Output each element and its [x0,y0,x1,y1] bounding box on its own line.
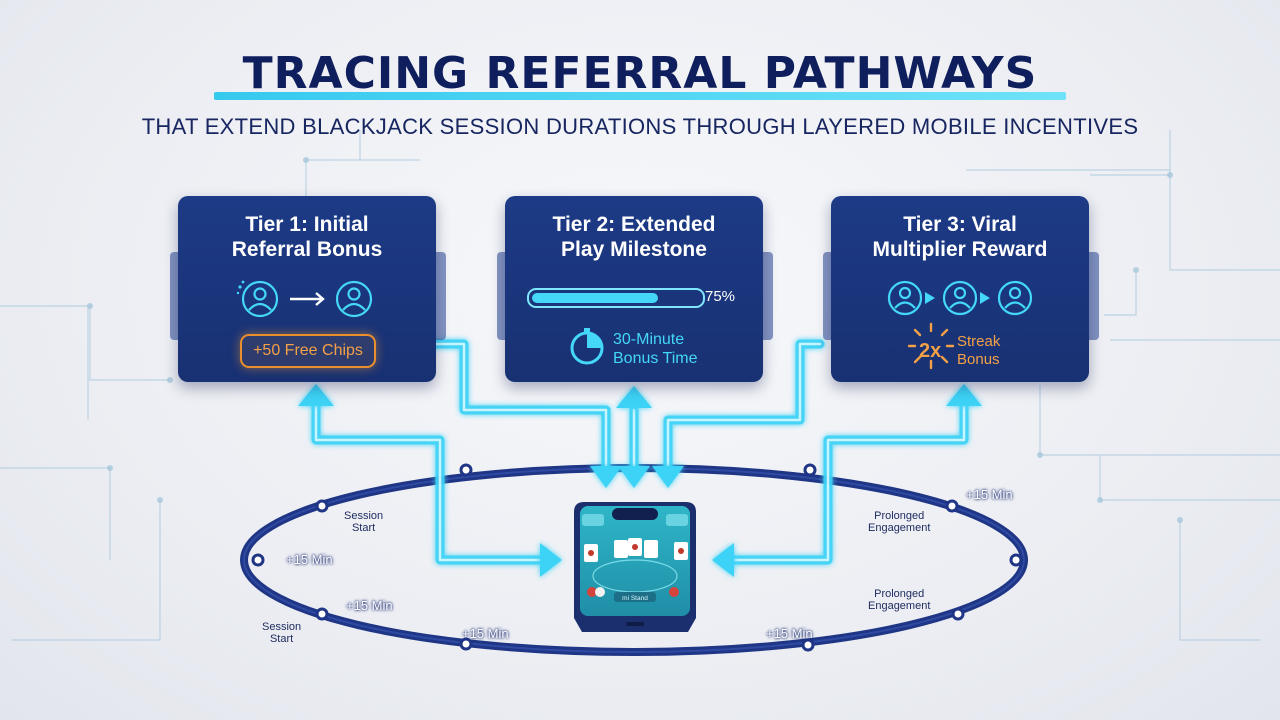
viral-chain-icons [887,280,1033,316]
time-bonus-label: +15 Min [346,598,393,613]
arrow-down-icon [618,466,650,488]
milestone-progress-label: 75% [705,288,736,305]
free-chips-badge: +50 Free Chips [240,334,376,368]
arrow-up-icon [616,386,652,408]
time-bonus-label: +15 Min [462,626,509,641]
arrow-right-icon [925,292,935,304]
arrow-up-icon [946,384,982,406]
user-icon [335,280,373,318]
arrow-left-icon [712,543,734,577]
user-icon [887,280,923,316]
tier-3-title-line2: Multiplier Reward [872,238,1048,261]
arrow-down-icon [652,466,684,488]
tier-1-card: Tier 1: Initial Referral Bonus +50 Free … [178,196,436,382]
session-start-line1: Session [262,621,302,633]
phone-button-label: mi Stand [622,595,648,602]
session-start-line2: Start [269,633,294,645]
prolonged-engagement-line2: Engagement [868,600,931,612]
prolonged-engagement-label: Prolonged Engagement [868,510,930,534]
streak-bonus-label: Streak Bonus [957,333,1000,369]
streak-bonus-line2: Bonus [957,351,1000,368]
multiplier-label: 2x [919,340,942,362]
tier-3-title: Tier 3: Viral Multiplier Reward [831,212,1089,262]
starburst-icon [907,322,955,370]
tier-3-title-line1: Tier 3: Viral [903,213,1017,236]
arrow-up-icon [298,384,334,406]
playing-cards [584,538,688,562]
smartphone-icon: mi Stand [574,502,696,632]
tier-1-title-line2: Referral Bonus [231,238,383,261]
bonus-time-line2: Bonus Time [613,350,698,367]
streak-bonus-line1: Streak [957,333,1001,350]
bonus-time-label: 30-Minute Bonus Time [613,330,697,368]
tier-1-title-line1: Tier 1: Initial [245,213,369,236]
circuit-nodes [87,157,1183,523]
referral-icons [236,280,373,318]
referral-pathways-core [314,342,966,562]
session-start-line1: Session [344,510,384,522]
page-title: TRACING REFERRAL PATHWAYS [242,48,1038,99]
time-bonus-label: +15 Min [966,487,1013,502]
prolonged-engagement-line2: Engagement [868,522,931,534]
arrowheads [298,384,982,577]
session-start-label: Session Start [344,510,383,534]
circuit-traces [0,130,1280,641]
prolonged-engagement-line1: Prolonged [874,588,925,600]
milestone-progress-fill [532,293,658,303]
milestone-progress-bar [527,288,705,308]
ring-nodes [251,463,1023,652]
page-subtitle: THAT EXTEND BLACKJACK SESSION DURATIONS … [141,114,1139,139]
session-start-line2: Start [351,522,376,534]
prolonged-engagement-label: Prolonged Engagement [868,588,930,612]
tier-3-card: Tier 3: Viral Multiplier Reward [831,196,1089,382]
time-bonus-label: +15 Min [766,626,813,641]
user-icon [942,280,978,316]
arrow-down-icon [590,466,622,488]
stopwatch-icon [570,328,604,365]
tier-2-title-line2: Play Milestone [561,238,707,261]
tier-2-title-line1: Tier 2: Extended [552,213,716,236]
prolonged-engagement-line1: Prolonged [874,510,925,522]
arrow-right-icon [980,292,990,304]
bonus-time-line1: 30-Minute [613,331,685,348]
tier-2-card: Tier 2: Extended Play Milestone 75% 30-M… [505,196,763,382]
chip-stack [587,587,679,597]
time-bonus-label: +15 Min [286,552,333,567]
session-start-label: Session Start [262,621,301,645]
tier-2-title: Tier 2: Extended Play Milestone [505,212,763,262]
arrow-right-icon [540,543,562,577]
tier-1-title: Tier 1: Initial Referral Bonus [178,212,436,262]
user-icon [997,280,1033,316]
arrow-right-icon [290,292,325,306]
user-icon [241,280,279,318]
title-underline [214,92,1066,100]
